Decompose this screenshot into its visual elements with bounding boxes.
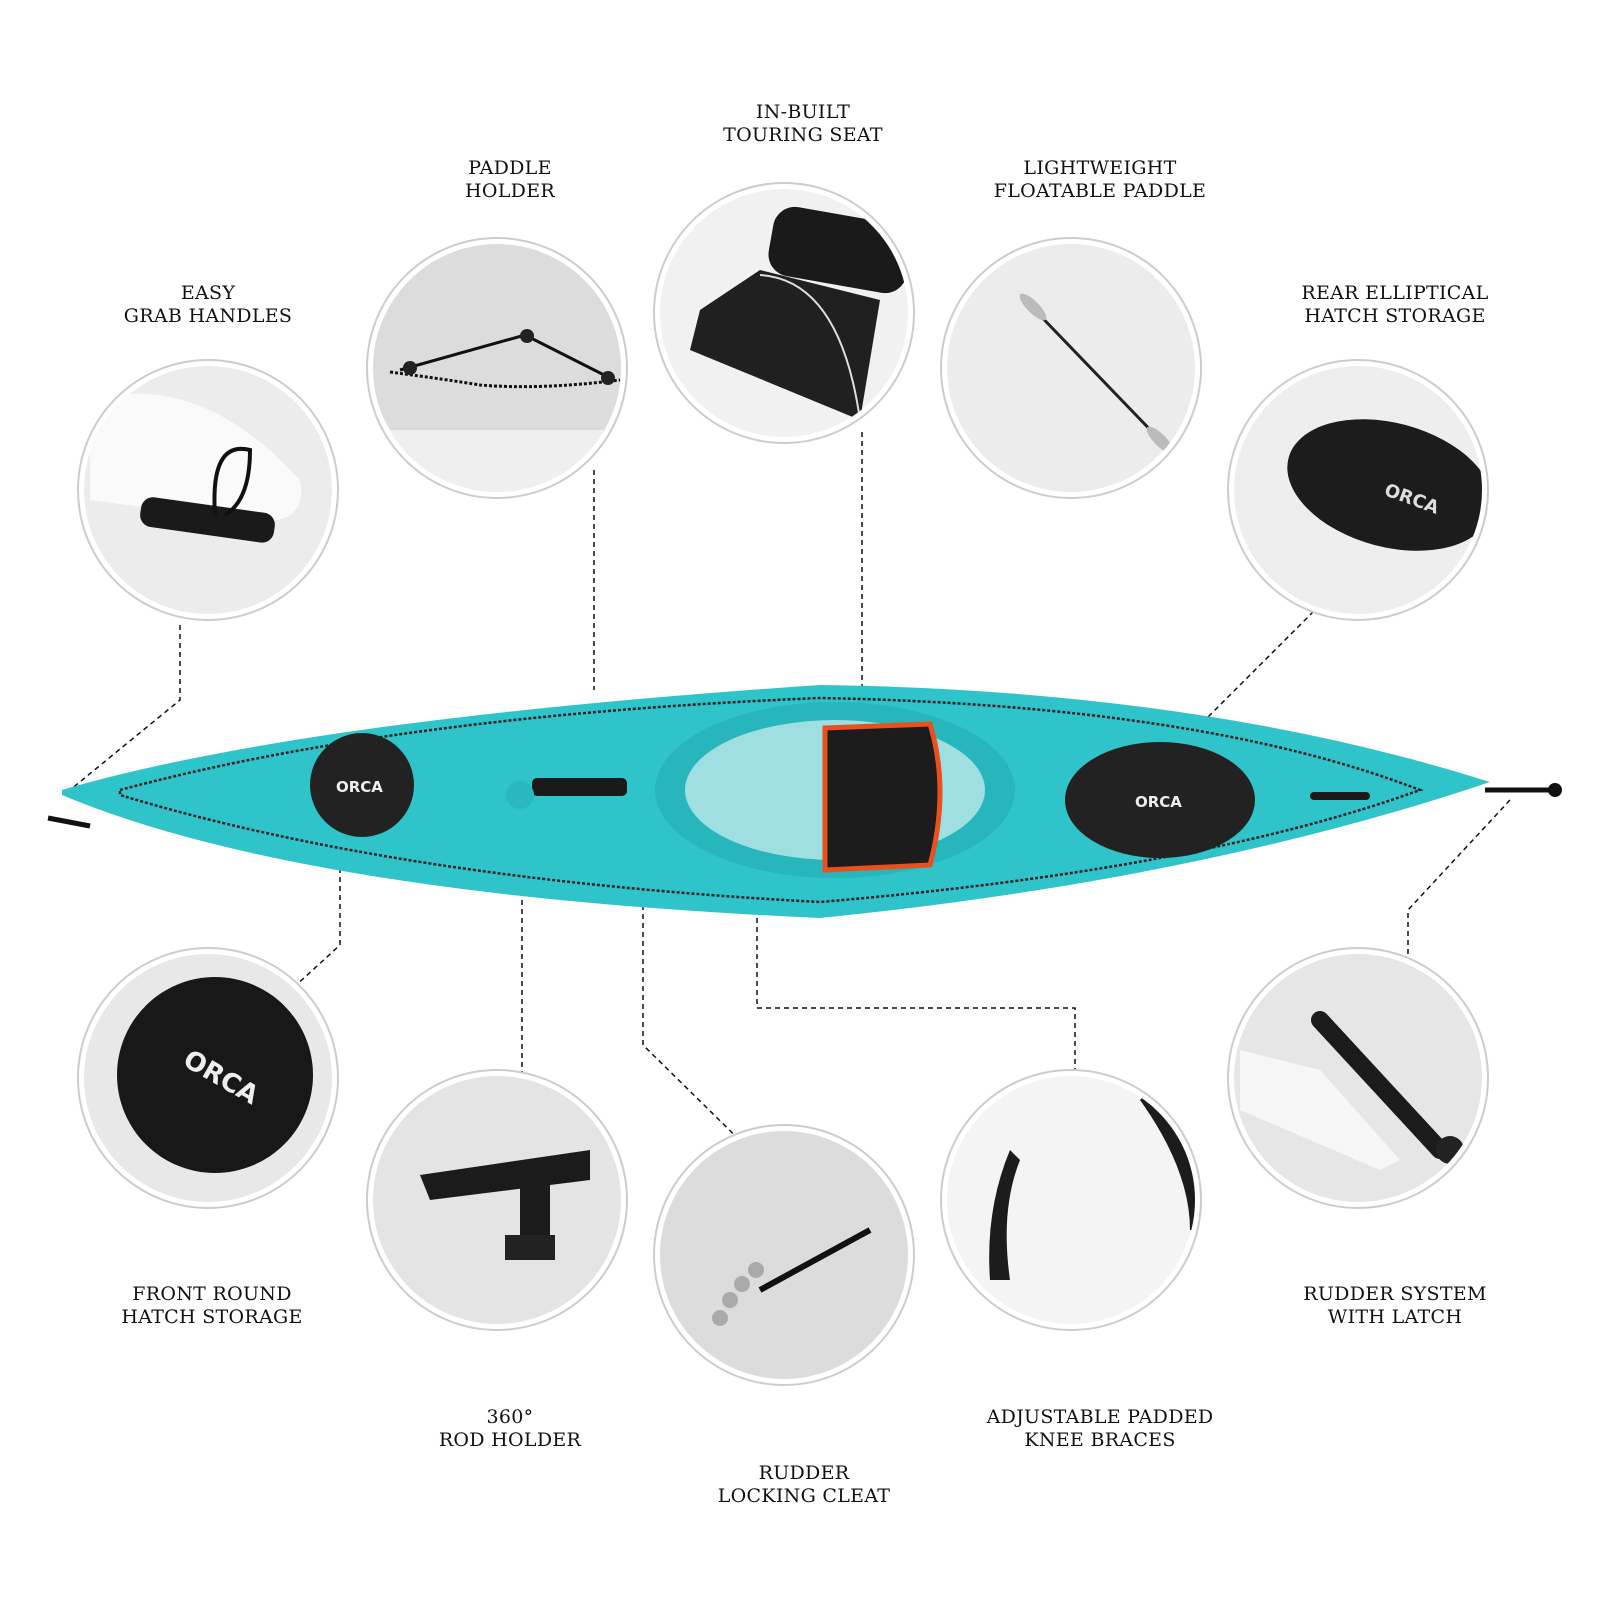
kayak: ORCA ORCA bbox=[47, 685, 1562, 918]
rear-hatch-cover-icon bbox=[1287, 419, 1482, 551]
circle-rudder bbox=[1227, 947, 1489, 1209]
circle-front-hatch: ORCA bbox=[77, 947, 339, 1209]
circle-knee-braces bbox=[940, 1069, 1202, 1331]
knee-brace-icon bbox=[989, 1150, 1020, 1280]
seat-icon bbox=[822, 721, 943, 873]
leader-rudder bbox=[1407, 799, 1511, 978]
paddle-icon bbox=[1028, 303, 1162, 442]
circle-locking-cleat bbox=[653, 1124, 915, 1386]
rear-hatch-icon bbox=[1065, 742, 1255, 858]
bow-handle-icon bbox=[47, 815, 91, 829]
leader-rear-hatch bbox=[1159, 604, 1321, 766]
rudder-icon bbox=[1311, 1011, 1449, 1159]
front-hatch-cover-icon bbox=[117, 977, 313, 1173]
circle-rod-holder bbox=[366, 1069, 628, 1331]
cleat-icon bbox=[758, 1227, 872, 1293]
leader-grab-handles bbox=[69, 625, 181, 791]
label-rod-holder: 360°ROD HOLDER bbox=[438, 1406, 582, 1451]
detail-circles: ORCA ORCA bbox=[77, 182, 1489, 1386]
front-hatch-icon bbox=[310, 733, 414, 837]
circle-touring-seat bbox=[653, 182, 915, 444]
circle-paddle bbox=[940, 237, 1202, 499]
svg-text:ORCA: ORCA bbox=[1135, 793, 1182, 811]
circle-rear-hatch: ORCA bbox=[1227, 359, 1489, 621]
grab-handle-icon bbox=[140, 497, 275, 543]
leader-knee-braces bbox=[756, 855, 1076, 1100]
circle-paddle-holder bbox=[366, 237, 628, 499]
svg-text:ORCA: ORCA bbox=[336, 778, 383, 796]
circle-grab-handles bbox=[77, 359, 339, 621]
leader-locking-cleat bbox=[642, 860, 766, 1166]
leader-front-hatch bbox=[279, 850, 341, 1001]
rod-holder-mount-icon bbox=[532, 778, 627, 796]
rod-holder-icon bbox=[420, 1150, 590, 1200]
rear-handle-icon bbox=[1310, 792, 1370, 800]
